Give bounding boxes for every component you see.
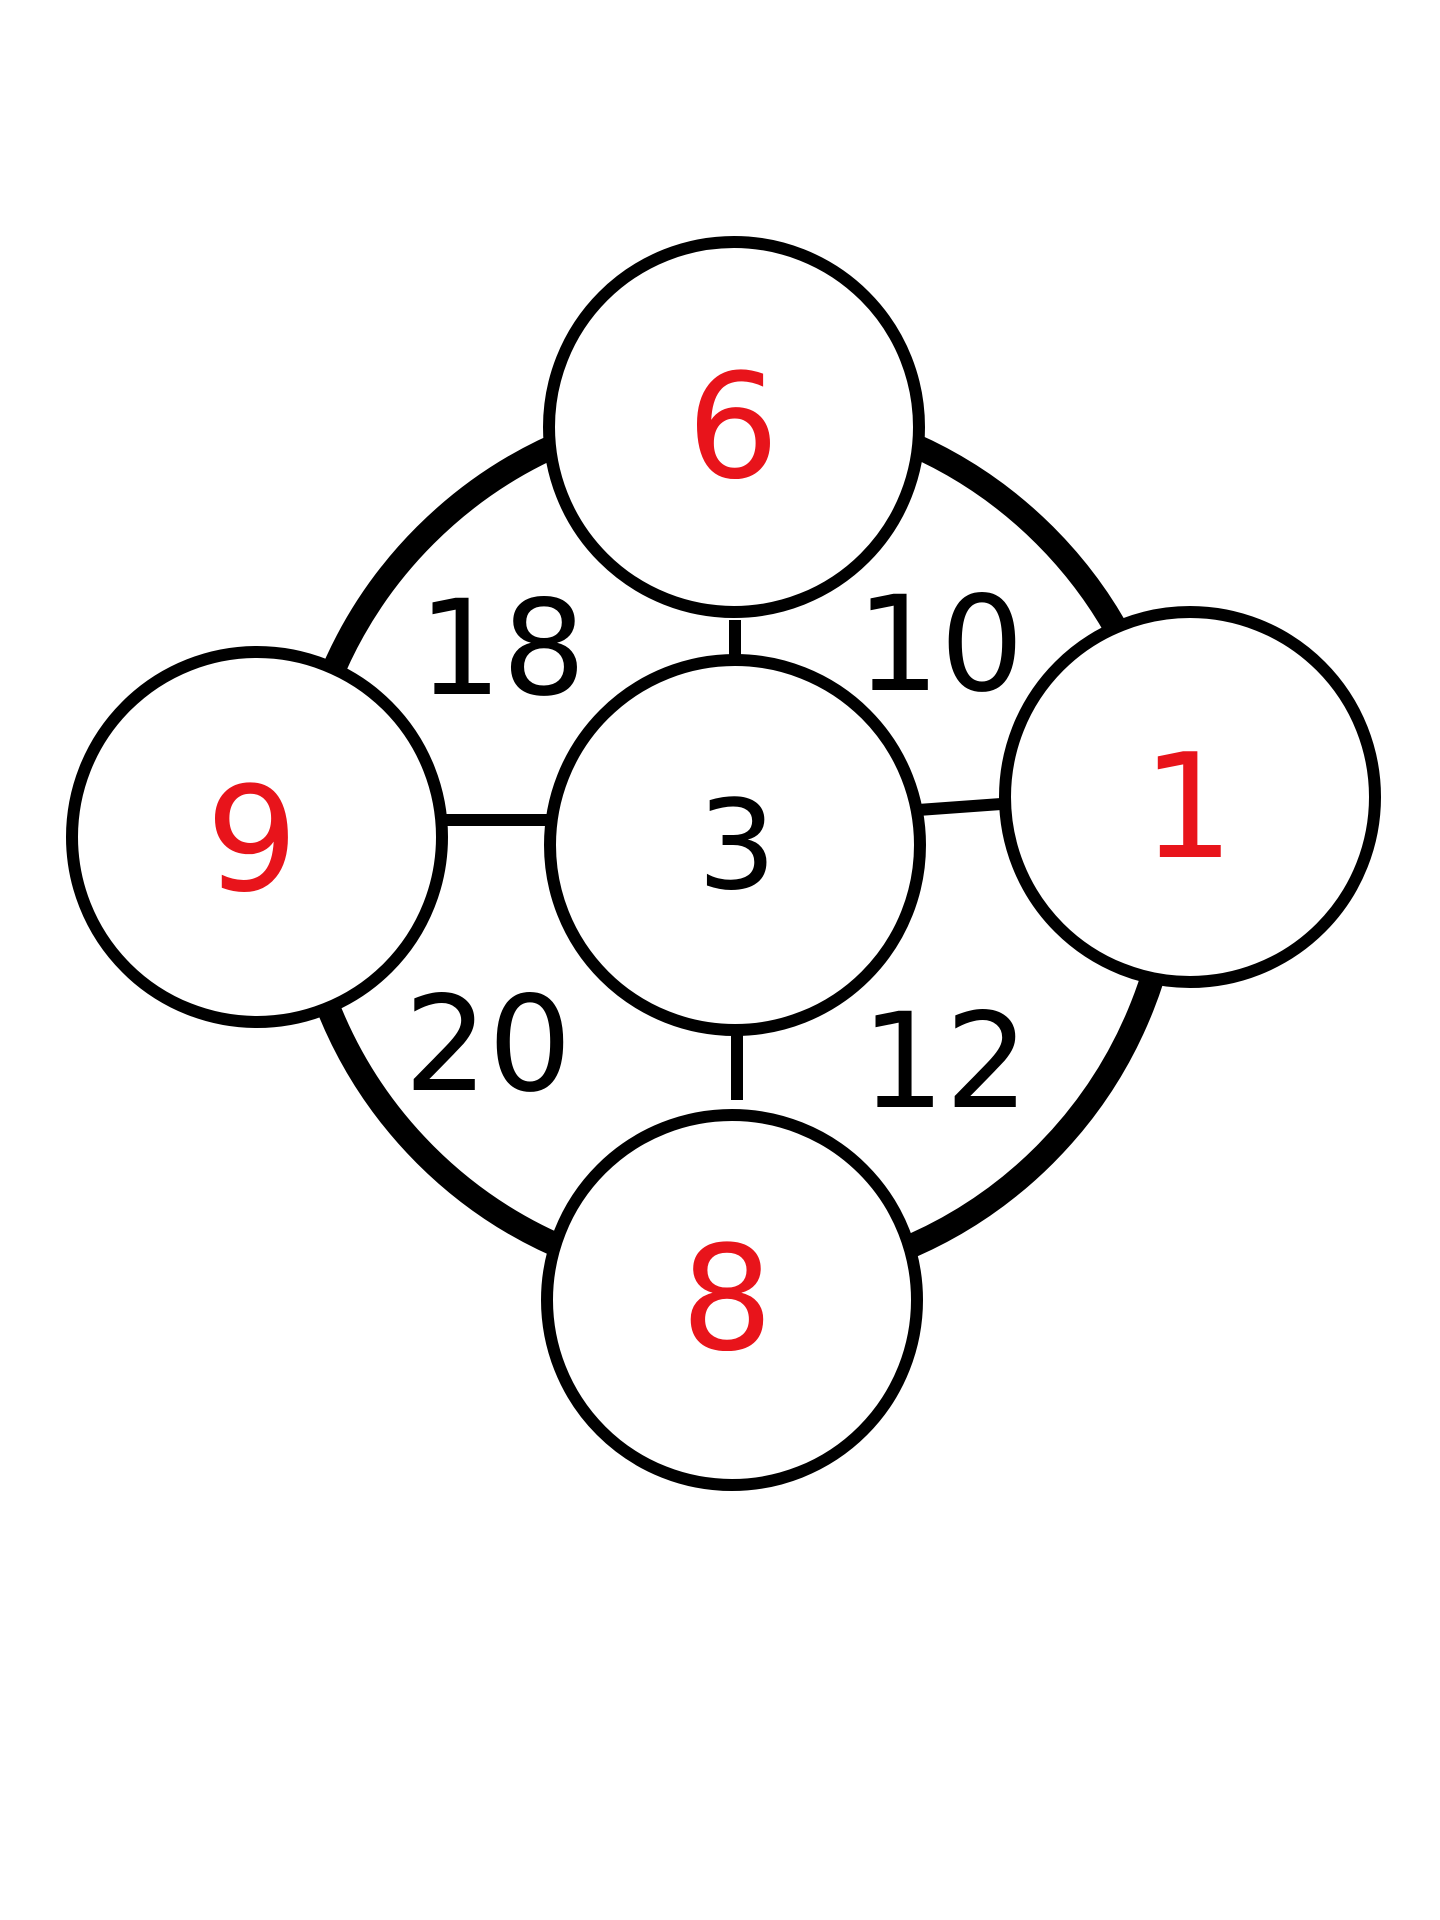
quadrant-top-right-value: 10 <box>856 568 1024 722</box>
right-node-value: 1 <box>1142 723 1234 892</box>
top-node-circle <box>543 236 925 618</box>
center-node-circle <box>544 654 926 1036</box>
spoke-right <box>917 797 1016 816</box>
left-node-value: 9 <box>206 756 298 925</box>
right-node-circle <box>999 606 1381 988</box>
bottom-node-circle <box>541 1109 923 1491</box>
center-node-value: 3 <box>698 774 777 918</box>
top-node-value: 6 <box>687 343 779 512</box>
bottom-node-value: 8 <box>681 1215 773 1384</box>
left-node-circle <box>66 646 448 1028</box>
quadrant-bottom-right-value: 12 <box>861 985 1029 1139</box>
quadrant-bottom-left-value: 20 <box>404 968 572 1122</box>
quadrant-top-left-value: 18 <box>418 572 586 726</box>
